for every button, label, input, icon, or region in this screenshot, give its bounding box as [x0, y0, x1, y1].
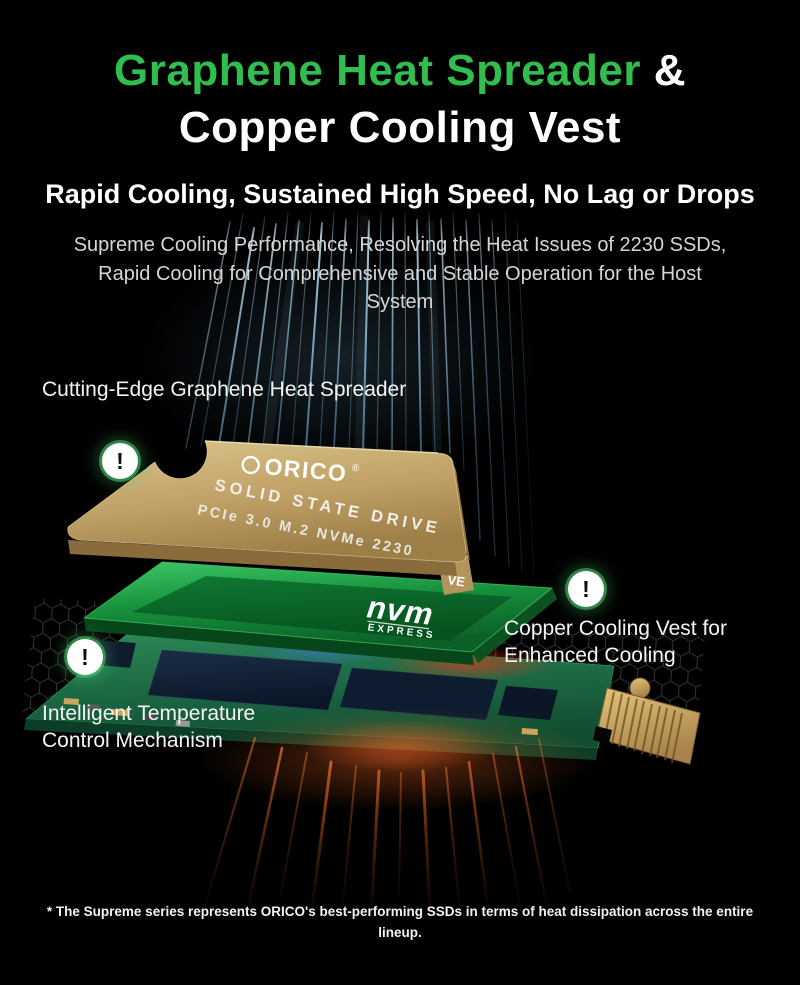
nand-chip: [147, 649, 343, 711]
edge-connector: [593, 687, 701, 765]
callout-temperature-line2: Control Mechanism: [42, 729, 223, 752]
subtitle: Rapid Cooling, Sustained High Speed, No …: [45, 179, 755, 209]
exclamation-icon: !: [568, 571, 604, 607]
spreader-plate: [67, 440, 467, 563]
title-ampersand: &: [640, 46, 686, 95]
exclamation-icon: !: [67, 639, 103, 675]
copper-cooling-vest-layer: nvm EXPRESS: [82, 561, 557, 665]
callout-copper-label: Copper Cooling Vest for Enhanced Cooling: [504, 615, 727, 669]
plate-side: [68, 540, 457, 576]
exclamation-mark: !: [582, 575, 590, 602]
brand-reg-mark: ®: [351, 463, 360, 475]
vest-inner: [132, 576, 512, 641]
exclamation-icon: !: [102, 443, 138, 479]
description: Supreme Cooling Performance, Resolving t…: [73, 234, 727, 313]
callout-graphene-label: Cutting-Edge Graphene Heat Spreader: [42, 378, 407, 401]
airflow-streaks: [185, 210, 535, 576]
callout-temperature-label: Intelligent Temperature Control Mechanis…: [42, 700, 255, 754]
exclamation-mark: !: [81, 643, 89, 670]
callout-copper-line2: Enhanced Cooling: [504, 644, 676, 667]
orico-logo-mark: [241, 455, 260, 475]
title-line2: Copper Cooling Vest: [178, 103, 622, 152]
title-highlight: Graphene Heat Spreader: [114, 46, 641, 95]
title-line1: Graphene Heat Spreader &: [0, 42, 800, 99]
page-title: Graphene Heat Spreader & Copper Cooling …: [0, 42, 800, 156]
footnote: * The Supreme series represents ORICO's …: [0, 901, 800, 943]
small-chip: [498, 686, 558, 720]
plate-edge-text: VE: [447, 572, 467, 589]
blue-haze-glow: [140, 245, 540, 475]
footnote-text: * The Supreme series represents ORICO's …: [46, 904, 754, 940]
graphene-heat-spreader-layer: ORICO ® SOLID STATE DRIVE PCIe 3.0 M.2 N…: [67, 440, 470, 576]
connector-key-notch: [593, 726, 612, 744]
callout-temperature-line1: Intelligent Temperature: [42, 702, 256, 725]
heat-glow-streaks: [198, 708, 598, 921]
exclamation-mark: !: [116, 447, 124, 474]
nvme-logo: nvm EXPRESS: [365, 589, 436, 641]
header: Graphene Heat Spreader & Copper Cooling …: [0, 42, 800, 317]
callout-copper-line1: Copper Cooling Vest for: [504, 617, 727, 640]
